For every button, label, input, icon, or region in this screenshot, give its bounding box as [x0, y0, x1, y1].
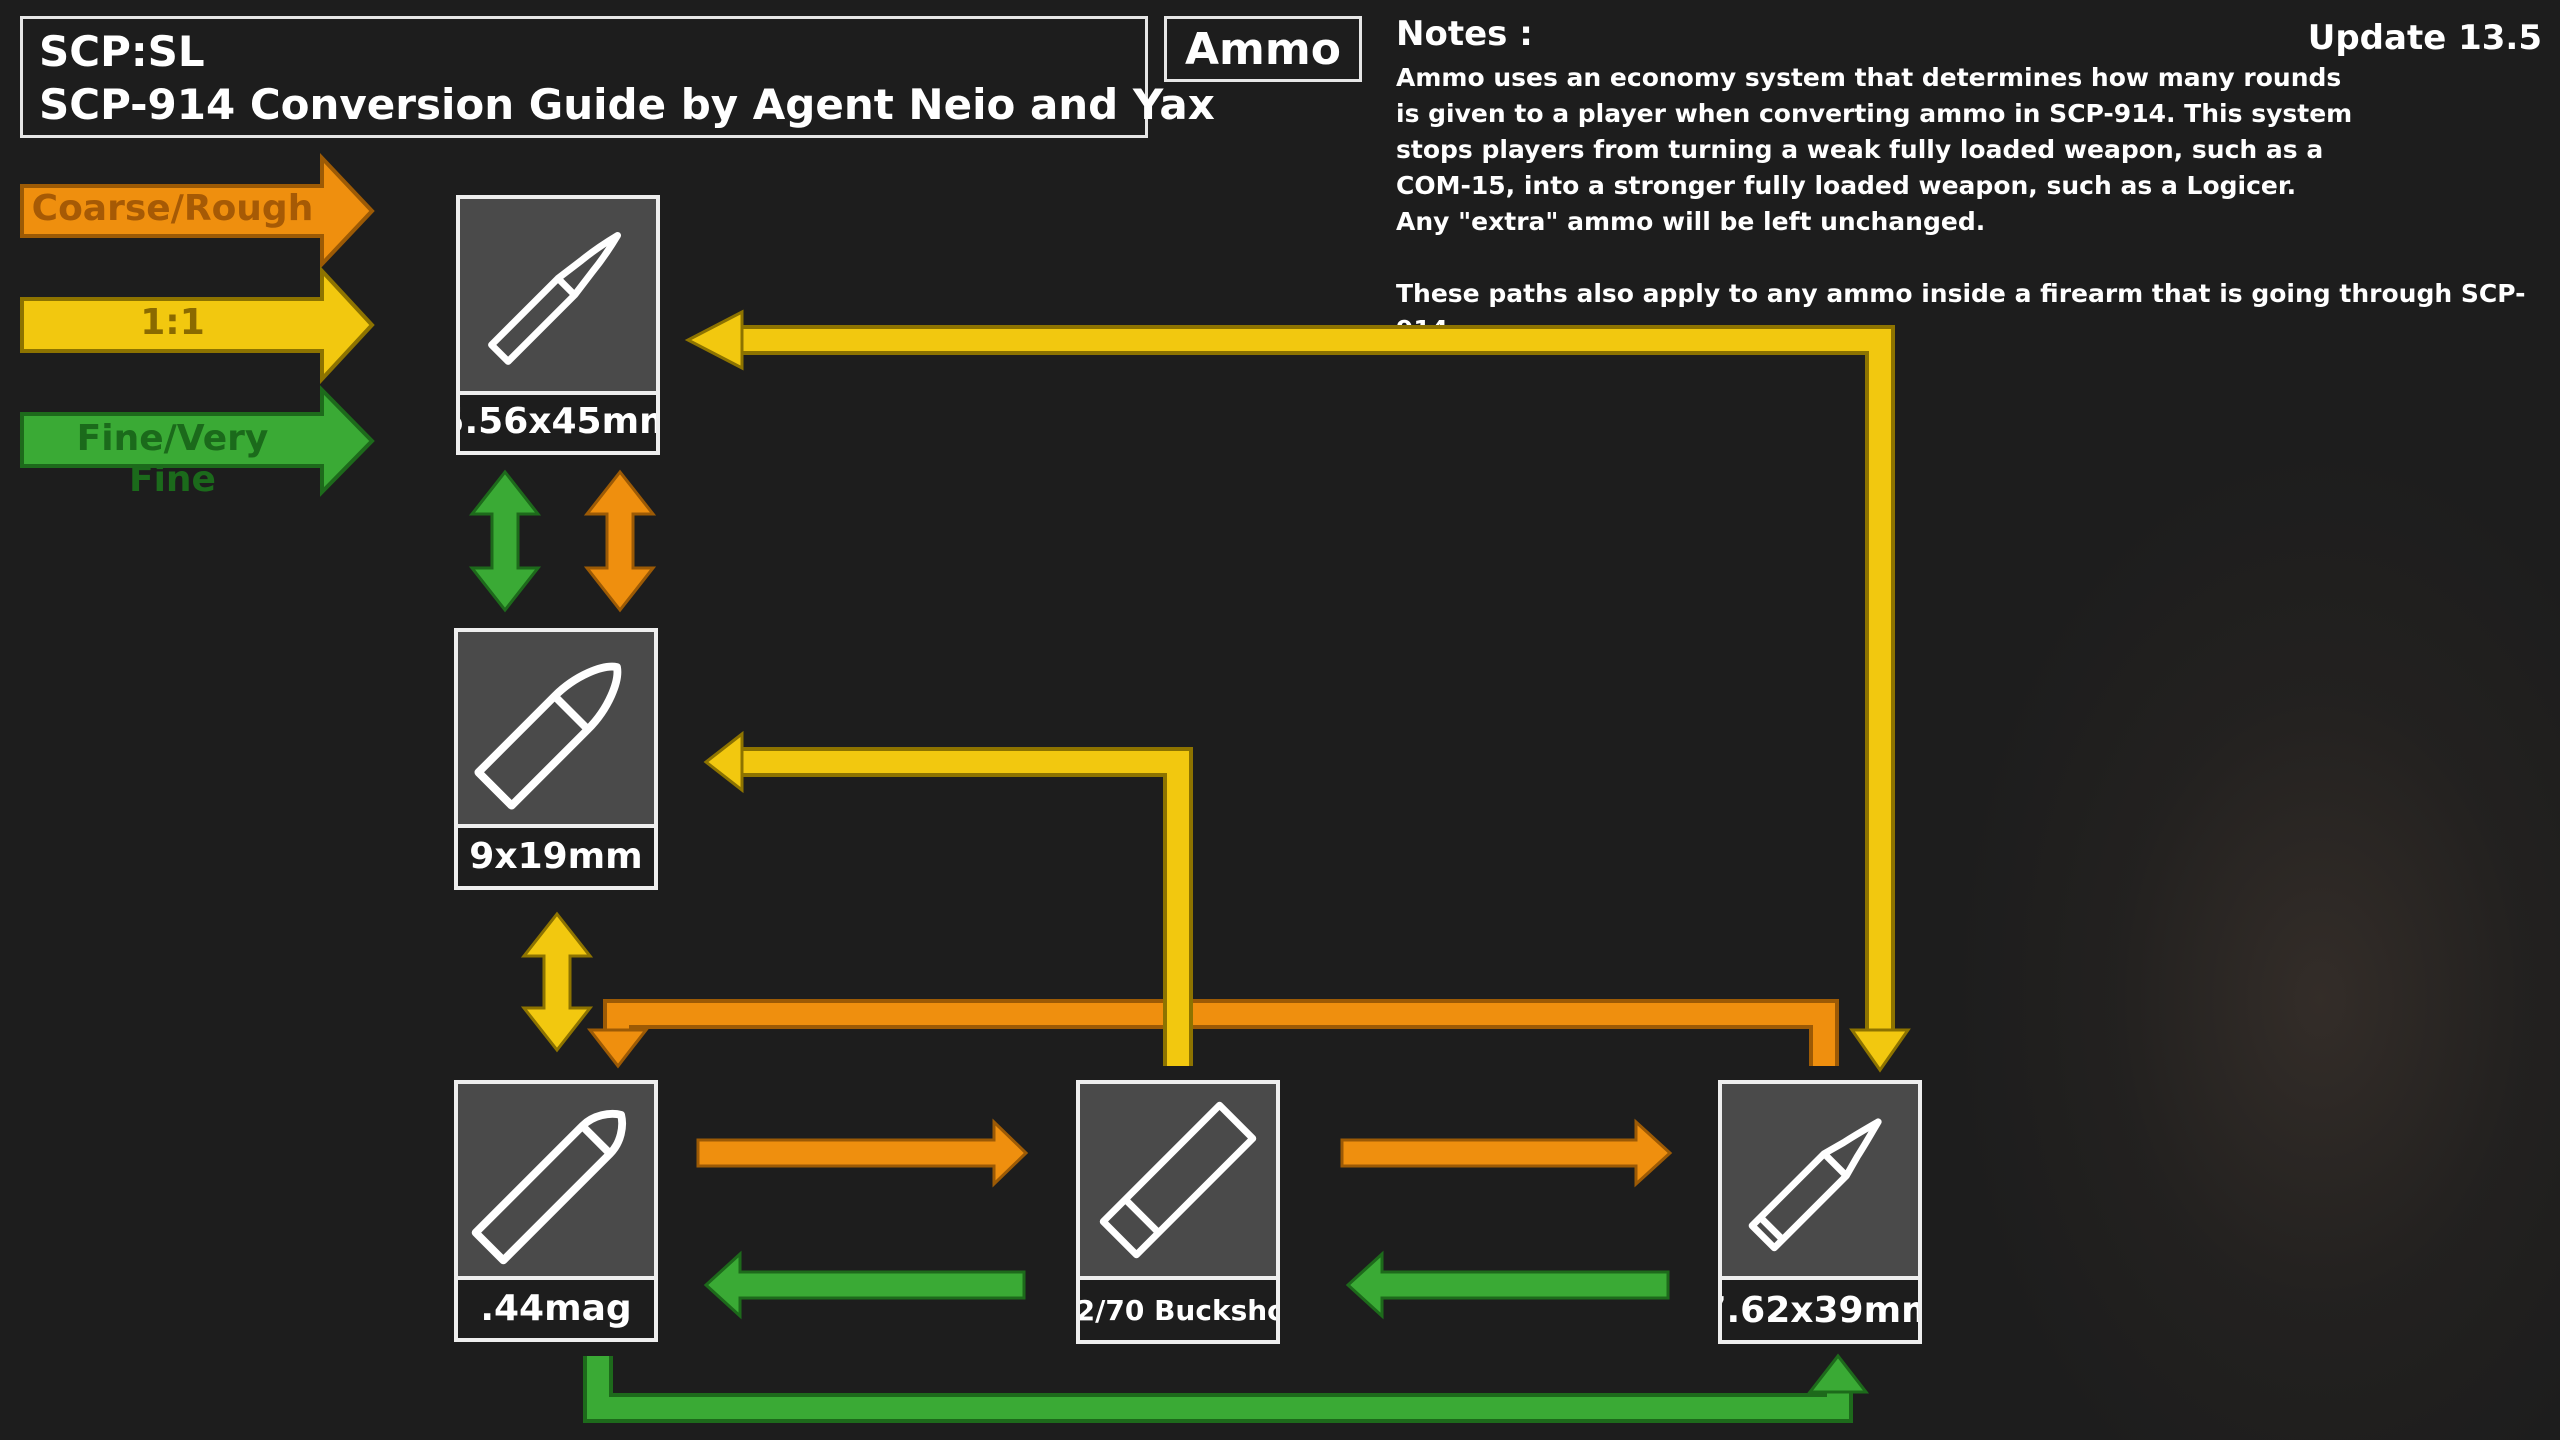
ammo-label: 5.56x45mm [460, 400, 656, 442]
notes-body: Ammo uses an economy system that determi… [1396, 60, 2526, 348]
arrow-44-12g-coarse [696, 1118, 1029, 1188]
ammo-icon-frame [458, 1084, 654, 1280]
arrow-556-9mm-fine [468, 469, 542, 613]
arrow-556-762-head-left [684, 309, 744, 371]
arrow-556-9mm-coarse [583, 469, 657, 613]
arrow-12g-44-fine [703, 1250, 1026, 1320]
notes-line: Ammo uses an economy system that determi… [1396, 63, 2342, 92]
ammo-icon-frame [1722, 1084, 1918, 1280]
arrow-762-44-coarse-fill [607, 1003, 1835, 1066]
notes-line: Any "extra" ammo will be left unchanged. [1396, 207, 1986, 236]
notes-line: stops players from turning a weak fully … [1396, 135, 2324, 164]
arrow-9mm-44-one-to-one [520, 911, 594, 1053]
arrow-12g-9mm-fill [738, 751, 1189, 1066]
rifle-cartridge-icon [488, 232, 621, 365]
legend-arrow-one-to-one [20, 265, 375, 385]
guide-title: SCP-914 Conversion Guide by Agent Neio a… [39, 80, 1215, 129]
ammo-label: .44mag [480, 1287, 632, 1329]
legend-label-coarse: Coarse/Rough [31, 188, 314, 229]
magnum-bullet-icon [471, 1109, 627, 1265]
notes-footer: These paths also apply to any ammo insid… [1396, 279, 2526, 344]
arrow-44-762-fill [587, 1356, 1849, 1419]
ammo-node-762: 7.62x39mm [1718, 1080, 1922, 1344]
update-version: Update 13.5 [2307, 18, 2542, 58]
legend-arrow-coarse [20, 152, 375, 270]
ammo-node-44: .44mag [454, 1080, 658, 1342]
arrow-556-762-fill [738, 329, 1891, 1032]
ammo-icon-frame [458, 632, 654, 828]
ammo-icon-frame [1080, 1084, 1276, 1280]
ammo-node-556: 5.56x45mm [456, 195, 660, 455]
shotgun-shell-icon [1099, 1101, 1257, 1259]
ammo-icon-frame [460, 199, 656, 395]
game-title: SCP:SL [39, 27, 205, 76]
legend-arrow-fine [20, 385, 375, 497]
arrow-44-762-head [1806, 1353, 1870, 1394]
title-box: SCP:SL SCP-914 Conversion Guide by Agent… [20, 16, 1215, 138]
category-tag: Ammo [1164, 16, 1362, 82]
ammo-node-9mm: 9x19mm [454, 628, 658, 890]
arrow-762-12g-fine [1345, 1250, 1670, 1320]
legend-label-fine: Fine/Very Fine [76, 418, 269, 500]
ammo-label: 12/70 Buckshot [1080, 1293, 1276, 1327]
arrow-762-44-coarse-head [586, 1028, 650, 1069]
background-figure [1960, 460, 2560, 1440]
arrow-556-762-path [740, 325, 1895, 1030]
arrow-12g-762-coarse [1340, 1118, 1673, 1188]
arrow-12g-9mm-head [703, 730, 744, 794]
arrow-556-762-head-down [1849, 1028, 1911, 1073]
ammo-label: 7.62x39mm [1722, 1289, 1918, 1331]
notes-line: COM-15, into a stronger fully loaded wea… [1396, 171, 2297, 200]
notes-line: is given to a player when converting amm… [1396, 99, 2353, 128]
pistol-bullet-icon [474, 662, 622, 810]
ammo-label: 9x19mm [469, 835, 643, 877]
ammo-node-12g: 12/70 Buckshot [1076, 1080, 1280, 1344]
notes-title: Notes : [1396, 14, 1533, 54]
legend-label-one-to-one: 1:1 [140, 302, 205, 343]
rifle-cartridge-icon [1748, 1118, 1882, 1252]
